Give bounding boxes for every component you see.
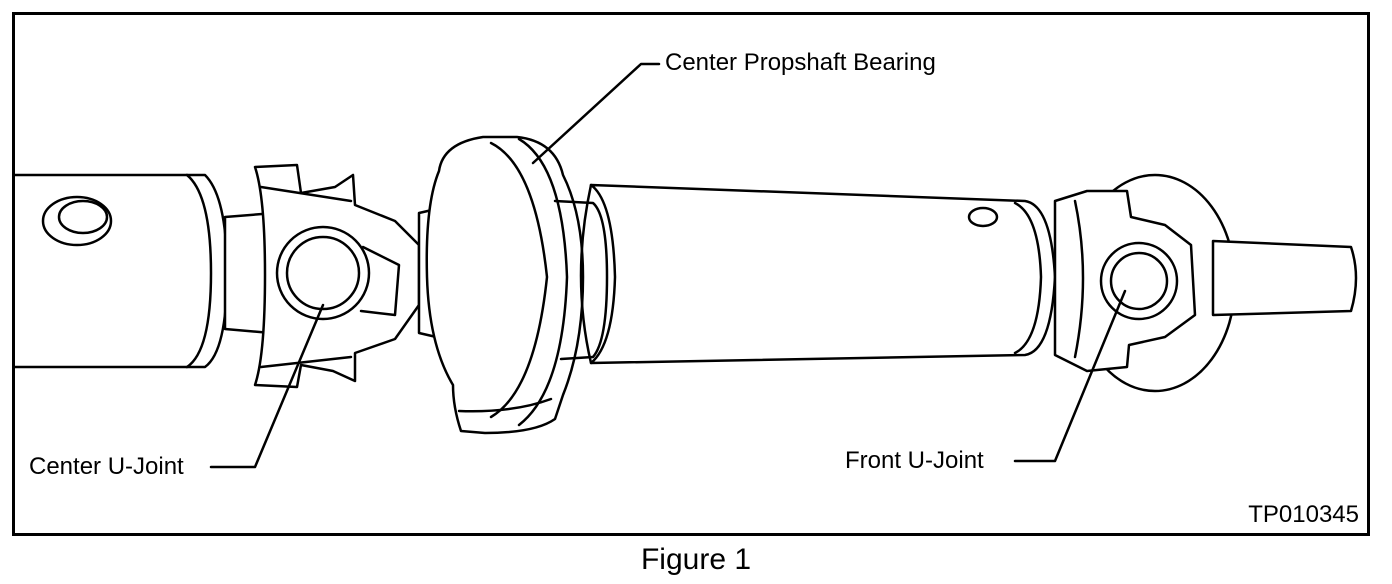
figure-frame: Center Propshaft Bearing Center U-Joint … (12, 12, 1370, 536)
leader-lines (209, 62, 1127, 469)
leader-center-bearing (531, 62, 661, 165)
leader-front-ujoint (1013, 289, 1127, 463)
callout-front-ujoint: Front U-Joint (845, 447, 984, 474)
leader-center-ujoint (209, 303, 325, 469)
center-u-joint (223, 163, 421, 389)
front-u-joint (1053, 173, 1358, 393)
callout-center-ujoint: Center U-Joint (29, 453, 184, 480)
main-propshaft-tube (579, 183, 1057, 365)
propshaft-drawing (15, 62, 1358, 469)
callout-center-bearing: Center Propshaft Bearing (665, 49, 936, 76)
balance-weight-hole (967, 206, 999, 228)
rear-shaft-tube (15, 173, 229, 369)
center-bearing-housing (425, 135, 609, 435)
figure-id-code: TP010345 (1248, 501, 1359, 528)
figure-caption: Figure 1 (640, 543, 752, 576)
